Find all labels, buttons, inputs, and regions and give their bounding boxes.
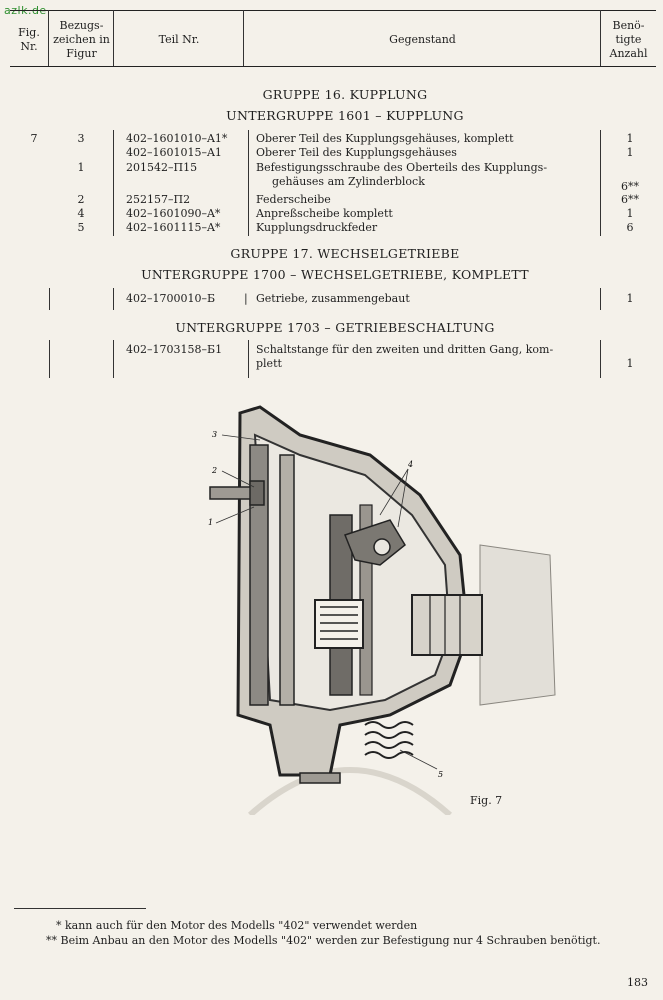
table-cell-anzahl: 6** [621,180,639,193]
table-cell-bez: 3 [77,132,85,145]
footnote-2: ** Beim Anbau an den Motor des Modells "… [46,934,601,947]
footnote-1: * kann auch für den Motor des Modells "4… [56,919,418,932]
column-divider [248,130,249,236]
column-divider [49,340,50,378]
column-divider [49,288,50,310]
column-divider [113,288,114,310]
table-cell-anzahl: 1 [626,146,634,159]
table-cell-teil: 402–1700010–Б [126,292,216,305]
column-divider [600,130,601,236]
table-cell-bez: 5 [77,221,85,234]
table-cell-bez: 1 [77,161,85,174]
header-anzahl: Benö- tigte Anzahl [609,19,648,60]
table-cell-gegenstand: plett [256,357,282,370]
header-divider [113,10,114,66]
footnote-rule [14,908,146,909]
table-cell-teil: 252157–П2 [126,193,191,206]
table-cell-gegenstand: Oberer Teil des Kupplungsgehäuses, kompl… [256,132,514,145]
table-cell-bez: 4 [77,207,85,220]
table-cell-teil: 402–1601090–A* [126,207,221,220]
table-cell-gegenstand: Federscheibe [256,193,331,206]
table-cell-anzahl: 1 [626,207,634,220]
header-top-rule [10,10,656,11]
table-cell-gegenstand: gehäuses am Zylinderblock [272,175,425,188]
callout-label: 4 [407,460,413,469]
table-cell-teil: 402–1601115–A* [126,221,221,234]
header-divider [243,10,244,66]
table-cell-gegenstand: Kupplungsdruckfeder [256,221,378,234]
callout-label: 5 [438,770,443,779]
header-divider [600,10,601,66]
table-cell-teil: 201542–П15 [126,161,198,174]
header-teil: Teil Nr. [158,33,200,46]
table-cell-anzahl: 1 [626,132,634,145]
table-cell-gegenstand: Getriebe, zusammengebaut [256,292,410,305]
table-cell-gegenstand: Befestigungsschraube des Oberteils des K… [256,161,548,174]
callout-label: 2 [211,466,217,475]
column-divider [248,340,249,378]
table-cell-anzahl: 6** [621,193,639,206]
table-cell-bez: 2 [77,193,85,206]
table-cell-separator: | [244,292,248,305]
group-title-17: GRUPPE 17. WECHSELGETRIEBE [230,246,460,261]
header-fig: Fig. Nr. [18,26,40,53]
group-title-16: GRUPPE 16. KUPPLUNG [262,87,428,102]
figure-caption: Fig. 7 [470,794,503,807]
table-cell-anzahl: 1 [626,357,634,370]
subgroup-title-1700: UNTERGRUPPE 1700 – WECHSELGETRIEBE, KOMP… [141,267,529,282]
callout-label: 3 [212,430,217,439]
subgroup-title-1703: UNTERGRUPPE 1703 – GETRIEBESCHALTUNG [175,320,495,335]
header-divider [48,10,49,66]
page-number: 183 [627,976,648,989]
clutch-assembly-figure: 3 2 1 4 5 [208,405,556,815]
column-divider [113,130,114,236]
table-cell-teil: 402–1703158–Б1 [126,343,223,356]
table-cell-anzahl: 6 [626,221,634,234]
header-bottom-rule [10,66,656,67]
header-gegenstand: Gegenstand [389,33,456,46]
table-cell-teil: 402–1601015–A1 [126,146,222,159]
table-cell-gegenstand: Oberer Teil des Kupplungsgehäuses [256,146,457,159]
header-bezugszeichen: Bezugs- zeichen in Figur [53,19,110,60]
table-cell-teil: 402–1601010–A1* [126,132,228,145]
table-cell-fig: 7 [30,132,38,145]
subgroup-title-1601: UNTERGRUPPE 1601 – KUPPLUNG [226,108,464,123]
callout-label: 1 [208,518,213,527]
column-divider [600,288,601,310]
table-cell-gegenstand: Schaltstange für den zweiten und dritten… [256,343,554,356]
table-cell-anzahl: 1 [626,292,634,305]
table-cell-gegenstand: Anpreßscheibe komplett [256,207,393,220]
column-divider [600,340,601,378]
column-divider [113,340,114,378]
